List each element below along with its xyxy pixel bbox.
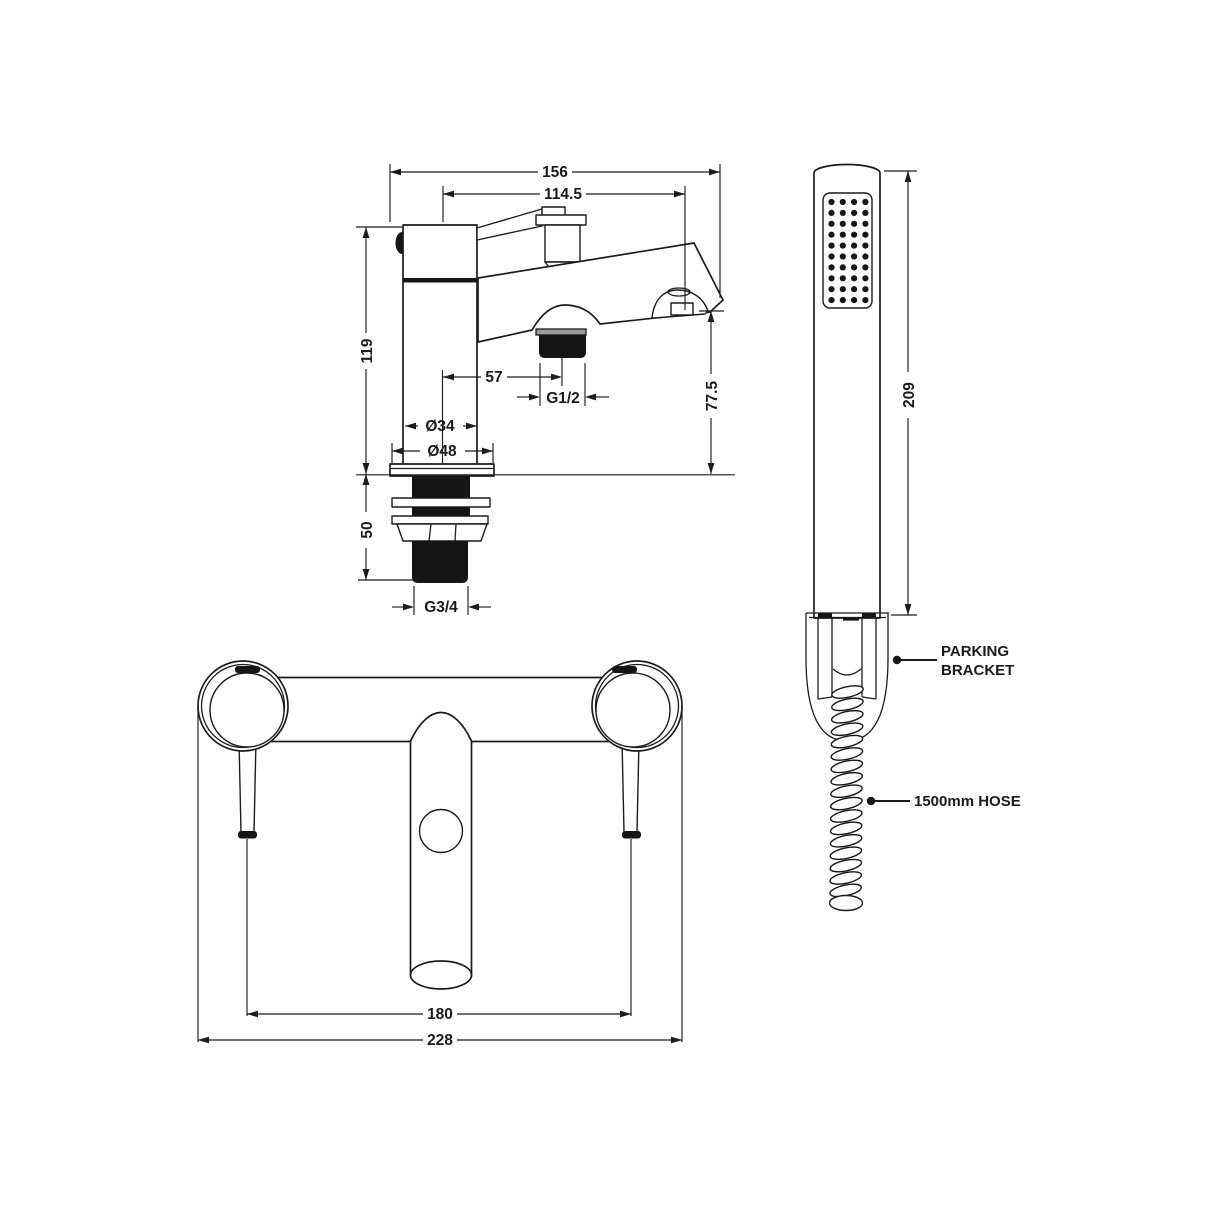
hose-callout: 1500mm HOSE xyxy=(866,793,1021,810)
shower-hose xyxy=(828,685,864,912)
parking-bracket-label-line2: BRACKET xyxy=(941,662,1014,679)
shower-handset xyxy=(813,163,881,619)
dim-156-label: 156 xyxy=(542,164,568,181)
spout-outlet xyxy=(409,960,473,990)
dim-handset-length: 209 xyxy=(884,170,918,616)
leader-dot xyxy=(866,796,876,806)
dim-shank-length: 50 xyxy=(358,474,416,581)
spout xyxy=(477,242,724,343)
shank-nut xyxy=(396,523,488,542)
dim-228-label: 228 xyxy=(427,1032,453,1049)
dim-g34-label: G3/4 xyxy=(424,599,458,616)
dim-spout-centre-offset: 57 xyxy=(441,369,562,464)
dim-overall-width: 156 xyxy=(389,164,721,298)
spray-face xyxy=(822,192,873,309)
dim-77-5-label: 77.5 xyxy=(704,381,721,412)
dim-spout-reach: 114.5 xyxy=(442,186,686,310)
dim-handle-centres: 180 xyxy=(247,1006,631,1023)
hose-end xyxy=(828,894,864,912)
dim-d34-label: Ø34 xyxy=(425,418,455,435)
front-handle-left xyxy=(197,660,289,752)
front-handle-right xyxy=(591,660,683,752)
front-levers xyxy=(238,739,641,839)
handle-indicator xyxy=(612,666,637,673)
dim-209-label: 209 xyxy=(901,382,918,408)
shower-outlet xyxy=(535,328,587,386)
dim-body-diameter: Ø34 xyxy=(405,418,477,435)
hose-label: 1500mm HOSE xyxy=(914,793,1021,810)
parking-bracket-callout: PARKING BRACKET xyxy=(892,643,1014,679)
side-view: 156 114.5 119 50 xyxy=(356,164,735,616)
dim-119-label: 119 xyxy=(359,338,376,363)
dim-overall-front-width: 228 xyxy=(198,1032,682,1049)
dim-base-diameter: Ø48 xyxy=(391,443,494,463)
dim-57-label: 57 xyxy=(485,369,502,386)
front-spout xyxy=(409,711,473,990)
dim-180-label: 180 xyxy=(427,1006,453,1023)
dim-shower-outlet-thread: G1/2 xyxy=(517,363,609,407)
hose-coil xyxy=(829,685,864,898)
dim-114-5-label: 114.5 xyxy=(544,186,582,203)
front-view: 180 228 xyxy=(197,660,683,1049)
leader-dot xyxy=(892,655,902,665)
parking-bracket-label-line1: PARKING xyxy=(941,643,1009,660)
handset-view: 209 PARKING BRACKET 1500mm HOSE xyxy=(805,163,1021,912)
dim-body-height: 119 xyxy=(356,226,402,474)
dim-d48-label: Ø48 xyxy=(427,443,457,460)
dim-inlet-thread: G3/4 xyxy=(392,586,491,616)
inlet-thread-shank xyxy=(412,541,468,583)
dim-spout-clearance: 77.5 xyxy=(699,310,724,474)
front-extension-lines xyxy=(197,707,683,1042)
spray-nozzle-dots xyxy=(828,198,869,304)
dim-g12-label: G1/2 xyxy=(546,390,580,407)
handle-indicator xyxy=(235,666,260,673)
diverter-detail xyxy=(418,808,464,854)
base-and-shank xyxy=(389,463,495,583)
dim-50-label: 50 xyxy=(359,521,376,538)
